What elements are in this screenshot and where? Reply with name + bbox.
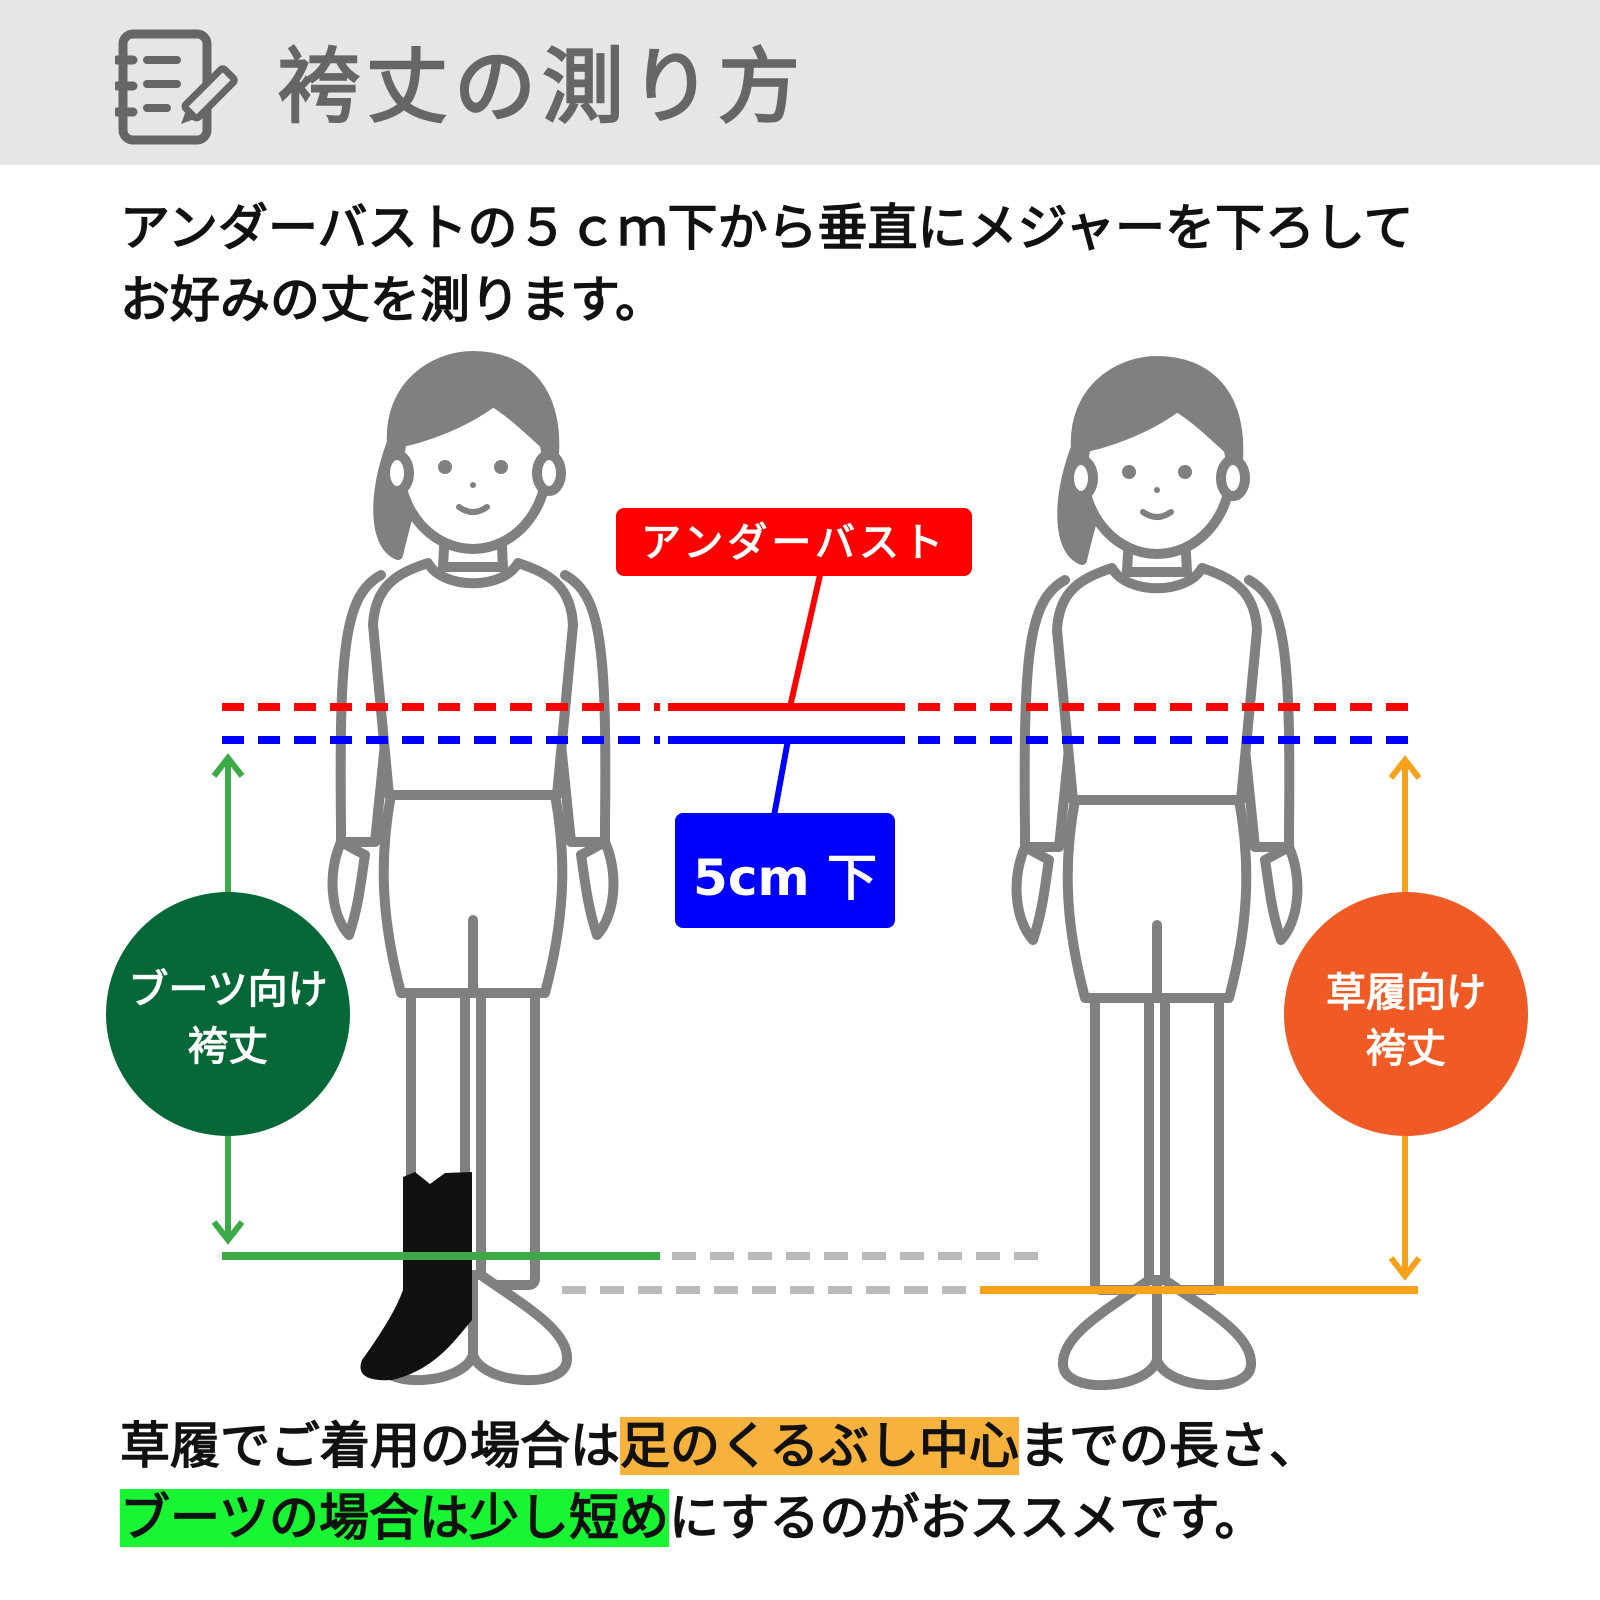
- boots-circle: [106, 892, 350, 1136]
- intro-text: アンダーバストの５ｃｍ下から垂直にメジャーを下ろして お好みの丈を測ります。: [120, 192, 1414, 336]
- intro-line-2: お好みの丈を測ります。: [120, 271, 665, 329]
- zori-arrow-head-up: [1388, 755, 1422, 780]
- boot-icon: [360, 1172, 472, 1381]
- page-title: 袴丈の測り方: [278, 40, 807, 135]
- left-figure: [333, 355, 614, 1380]
- underbust-label: アンダーバスト: [641, 520, 947, 566]
- zori-label-line-2: 袴丈: [1366, 1026, 1446, 1072]
- underbust-label-box: [616, 508, 972, 576]
- zori-circle: [1284, 892, 1528, 1136]
- zori-label-line-1: 草履向け: [1326, 970, 1486, 1016]
- fivecm-label-box: [675, 813, 895, 928]
- fivecm-label: 5cm 下: [693, 849, 877, 907]
- memo-pencil-icon: [115, 29, 238, 145]
- zori-highlight: 足のくるぶし中心: [620, 1417, 1019, 1475]
- header-bar: 袴丈の測り方: [0, 0, 1600, 165]
- bottom-line-2-after: にするのがおススメです。: [669, 1489, 1265, 1547]
- bottom-line-1-after: までの長さ、: [1019, 1417, 1319, 1475]
- right-figure: [1017, 360, 1298, 1385]
- measurement-diagram: アンダーバスト 5cm 下 ブーツ向け 袴丈 草履向け 袴丈: [106, 330, 1528, 1390]
- bottom-line-1: 草履でご着用の場合は足のくるぶし中心までの長さ、: [120, 1410, 1319, 1482]
- boots-highlight: ブーツの場合は少し短め: [120, 1489, 669, 1547]
- bottom-line-2: ブーツの場合は少し短めにするのがおススメです。: [120, 1482, 1319, 1554]
- underbust-leader: [787, 574, 823, 708]
- intro-line-1: アンダーバストの５ｃｍ下から垂直にメジャーを下ろして: [120, 199, 1414, 257]
- fivecm-leader: [771, 739, 791, 817]
- bottom-text: 草履でご着用の場合は足のくるぶし中心までの長さ、 ブーツの場合は少し短めにするの…: [120, 1410, 1319, 1554]
- boots-arrow-head-up: [211, 753, 245, 778]
- boots-label-line-1: ブーツ向け: [128, 967, 327, 1013]
- boots-label-line-2: 袴丈: [188, 1024, 268, 1070]
- zori-arrow-head-down: [1388, 1256, 1422, 1281]
- boots-arrow-head-down: [211, 1220, 245, 1245]
- bottom-line-1-before: 草履でご着用の場合は: [120, 1417, 620, 1475]
